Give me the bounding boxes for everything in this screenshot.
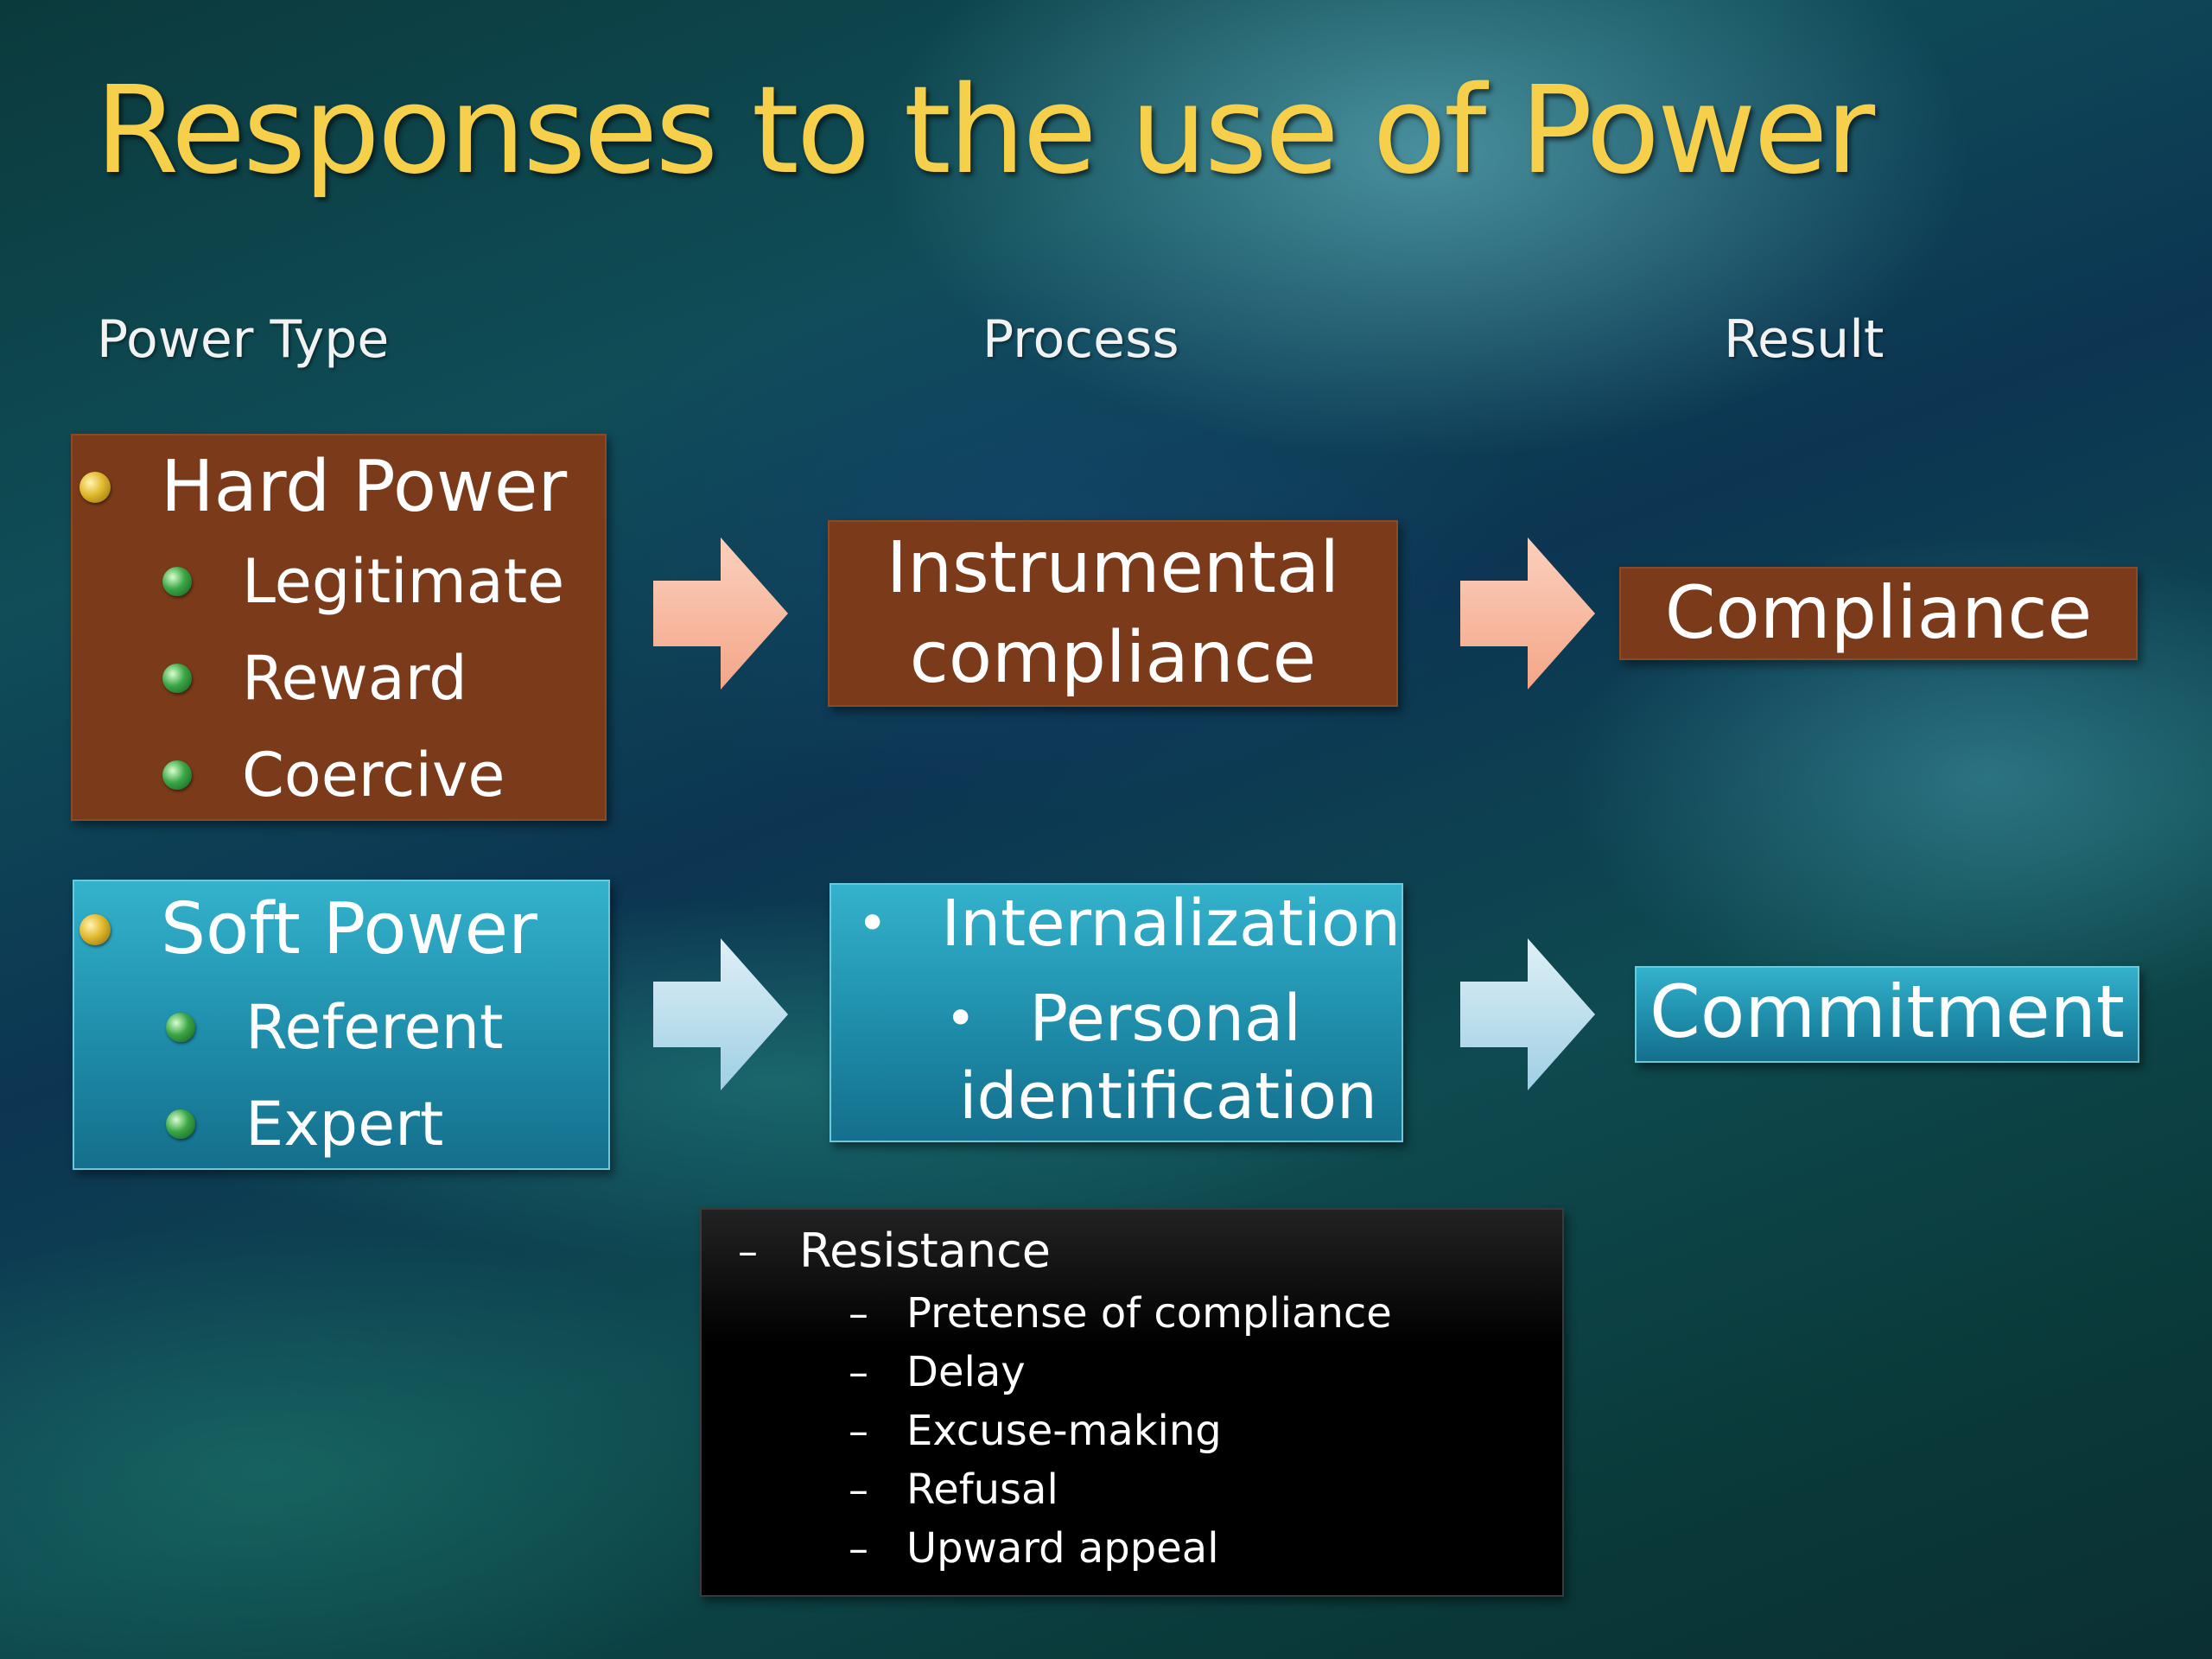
process-personal: Personal: [1029, 982, 1301, 1056]
column-header-result: Result: [1724, 309, 1885, 370]
list-item: Expert: [166, 1089, 443, 1160]
commitment-result-box: Commitment: [1635, 966, 2139, 1063]
list-item: Referent: [166, 992, 503, 1063]
list-item: identification: [959, 1059, 1377, 1134]
hard-arrow-right-icon: [1460, 537, 1595, 690]
instrumental-compliance-box: Instrumental compliance: [828, 520, 1398, 707]
list-item: – Refusal: [849, 1465, 1058, 1514]
resistance-item-refusal: Refusal: [906, 1465, 1058, 1514]
soft-power-box: Soft Power Referent Expert: [73, 880, 610, 1170]
list-item: – Upward appeal: [849, 1524, 1219, 1573]
dash-bullet-icon: –: [738, 1227, 758, 1274]
resistance-item-excuse-making: Excuse-making: [906, 1407, 1222, 1455]
dash-bullet-icon: –: [849, 1349, 868, 1395]
green-bullet-icon: [166, 1013, 195, 1042]
bullet-dot-icon: •: [857, 893, 888, 954]
compliance-result-box: Compliance: [1619, 567, 2138, 660]
resistance-item-delay: Delay: [906, 1348, 1026, 1396]
dash-bullet-icon: –: [849, 1408, 868, 1454]
green-bullet-icon: [162, 664, 192, 693]
bullet-dot-icon: •: [945, 988, 976, 1049]
dash-bullet-icon: –: [849, 1466, 868, 1513]
green-bullet-icon: [162, 567, 192, 596]
gold-bullet-icon: [79, 913, 111, 945]
column-header-process: Process: [982, 309, 1179, 370]
hard-arrow-right-icon: [653, 537, 788, 690]
list-item: • Internalization: [857, 887, 1401, 961]
soft-arrow-right-icon: [1460, 938, 1595, 1090]
hard-power-item-legitimate: Legitimate: [242, 546, 565, 617]
list-item: – Pretense of compliance: [849, 1289, 1392, 1338]
list-item: Legitimate: [162, 546, 564, 617]
list-item: – Delay: [849, 1348, 1026, 1396]
soft-power-item-referent: Referent: [245, 992, 504, 1063]
list-item: • Personal: [945, 982, 1301, 1056]
process-line-1: Instrumental: [886, 527, 1340, 609]
process-identification: identification: [959, 1059, 1377, 1134]
resistance-heading: – Resistance: [738, 1224, 1051, 1278]
resistance-item-upward-appeal: Upward appeal: [906, 1524, 1219, 1573]
hard-power-box: Hard Power Legitimate Reward Coercive: [71, 434, 607, 821]
dash-bullet-icon: –: [849, 1290, 868, 1337]
hard-power-label: Hard Power: [161, 446, 568, 528]
internalization-box: • Internalization • Personal identificat…: [830, 883, 1403, 1142]
soft-power-label: Soft Power: [161, 888, 537, 970]
soft-arrow-right-icon: [653, 938, 788, 1090]
column-header-power-type: Power Type: [97, 309, 390, 370]
gold-bullet-icon: [79, 471, 111, 503]
hard-power-heading: Hard Power: [79, 446, 567, 528]
resistance-label: Resistance: [799, 1224, 1051, 1278]
hard-power-item-reward: Reward: [242, 643, 467, 714]
resistance-item-pretense: Pretense of compliance: [906, 1289, 1392, 1338]
hard-power-item-coercive: Coercive: [242, 740, 505, 810]
list-item: Reward: [162, 643, 467, 714]
soft-power-heading: Soft Power: [79, 888, 537, 970]
result-commitment: Commitment: [1649, 969, 2125, 1054]
green-bullet-icon: [162, 760, 192, 790]
result-compliance: Compliance: [1664, 570, 2093, 655]
process-line-2: compliance: [909, 617, 1317, 699]
list-item: Coercive: [162, 740, 505, 810]
process-internalization: Internalization: [941, 887, 1402, 961]
list-item: – Excuse-making: [849, 1407, 1222, 1455]
dash-bullet-icon: –: [849, 1525, 868, 1572]
slide-title: Responses to the use of Power: [95, 60, 1875, 201]
soft-power-item-expert: Expert: [245, 1089, 444, 1160]
resistance-box: – Resistance – Pretense of compliance – …: [700, 1208, 1564, 1597]
green-bullet-icon: [166, 1109, 195, 1139]
